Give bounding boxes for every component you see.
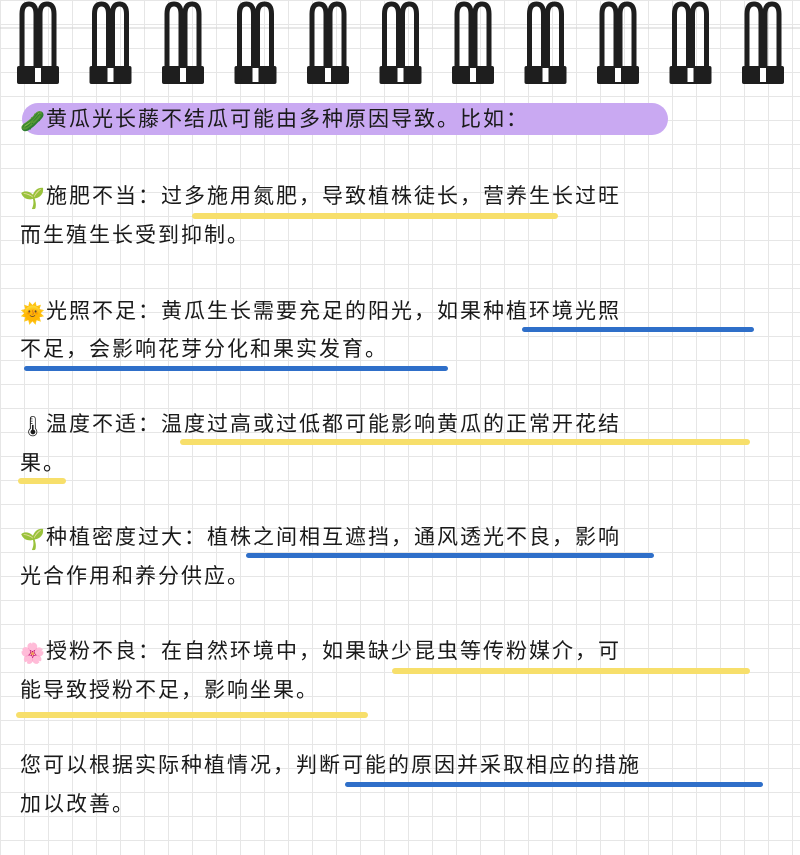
sun-icon: 🌞 [20, 301, 47, 325]
item-fertilizer-head: 施肥不当： [46, 184, 161, 208]
item-pollination-line2: 能导致授粉不足，影响坐果。 [20, 675, 780, 705]
item-light-text: 黄瓜生长需要充足的阳光， [161, 299, 437, 323]
highlight-pollination-1 [392, 668, 750, 674]
conclusion-line2: 加以改善。 [20, 789, 780, 819]
item-pollination-line1: 🌸授粉不良：在自然环境中，如果缺少昆虫等传粉媒介，可 [20, 636, 780, 668]
item-density-rest: 影响 [575, 525, 621, 549]
conclusion-cont: 加以改善。 [20, 792, 135, 816]
binding-ring [307, 1, 349, 84]
item-pollination-cont: 能导致授粉不足，影响坐果。 [20, 678, 319, 702]
item-density-head: 种植密度过大： [46, 525, 207, 549]
item-pollination-head: 授粉不良： [46, 639, 161, 663]
binding-ring [524, 1, 567, 84]
binding-ring [597, 1, 639, 84]
item-fertilizer-cont: 而生殖生长受到抑制。 [20, 223, 250, 247]
item-fertilizer-line2: 而生殖生长受到抑制。 [20, 220, 780, 250]
item-temperature-cont: 果。 [20, 451, 66, 475]
conclusion-emphasis: 判断可能的原因并采取相应的措施 [296, 753, 641, 777]
binding-ring [379, 1, 422, 84]
binding-ring [17, 1, 59, 84]
item-temperature-emphasis: 温度过高或过低都可能影响黄瓜的正常开花结 [161, 412, 621, 436]
item-light-line2: 不足，会影响花芽分化和果实发育。 [20, 334, 780, 364]
item-temperature-line1: 🌡温度不适：温度过高或过低都可能影响黄瓜的正常开花结 [20, 409, 780, 441]
highlight-temperature-2 [18, 478, 66, 484]
item-light-cont: 不足，会影响花芽分化和果实发育。 [20, 337, 388, 361]
underline-density [246, 553, 654, 558]
conclusion-text: 您可以根据实际种植情况， [20, 753, 296, 777]
cucumber-icon: 🥒 [20, 109, 47, 133]
item-fertilizer-emphasis: 过多施用氮肥，导致植株徒长， [161, 184, 483, 208]
thermometer-icon: 🌡 [20, 414, 48, 438]
highlight-pollination-2 [16, 712, 368, 718]
highlight-temperature-1 [180, 439, 750, 445]
item-light-emphasis: 如果种植环境光照 [437, 299, 621, 323]
binding-ring [452, 1, 494, 84]
highlight-fertilizer [192, 213, 558, 219]
item-pollination-emphasis: 如果缺少昆虫等传粉媒介，可 [322, 639, 621, 663]
item-fertilizer-line1: 🌱施肥不当：过多施用氮肥，导致植株徒长，营养生长过旺 [20, 181, 780, 213]
spiral-binding [0, 1, 800, 84]
item-temperature-head: 温度不适： [46, 412, 161, 436]
binding-ring [742, 1, 784, 84]
item-light-line1: 🌞光照不足：黄瓜生长需要充足的阳光，如果种植环境光照 [20, 296, 780, 328]
binding-ring [162, 1, 204, 84]
item-density-line2: 光合作用和养分供应。 [20, 561, 780, 591]
item-density-emphasis: 植株之间相互遮挡，通风透光不良， [207, 525, 575, 549]
sprout-icon: 🌱 [20, 527, 47, 551]
binding-ring [669, 1, 712, 84]
underline-conclusion [345, 782, 763, 787]
underline-light-1 [522, 327, 754, 332]
item-fertilizer-rest: 营养生长过旺 [483, 184, 621, 208]
flower-icon: 🌸 [20, 641, 47, 665]
item-light-head: 光照不足： [46, 299, 161, 323]
page-title: 黄瓜光长藤不结瓜可能由多种原因导致。比如： [46, 107, 529, 131]
sprout-icon: 🌱 [20, 186, 47, 210]
title-line: 🥒黄瓜光长藤不结瓜可能由多种原因导致。比如： [20, 104, 780, 136]
binding-ring [234, 1, 277, 84]
conclusion-line1: 您可以根据实际种植情况，判断可能的原因并采取相应的措施 [20, 750, 780, 780]
item-density-cont: 光合作用和养分供应。 [20, 564, 250, 588]
binding-ring [89, 1, 132, 84]
item-temperature-line2: 果。 [20, 448, 780, 478]
item-pollination-text: 在自然环境中， [161, 639, 322, 663]
underline-light-2 [24, 366, 448, 371]
title-highlight [22, 103, 668, 135]
item-density-line1: 🌱种植密度过大：植株之间相互遮挡，通风透光不良，影响 [20, 522, 780, 554]
